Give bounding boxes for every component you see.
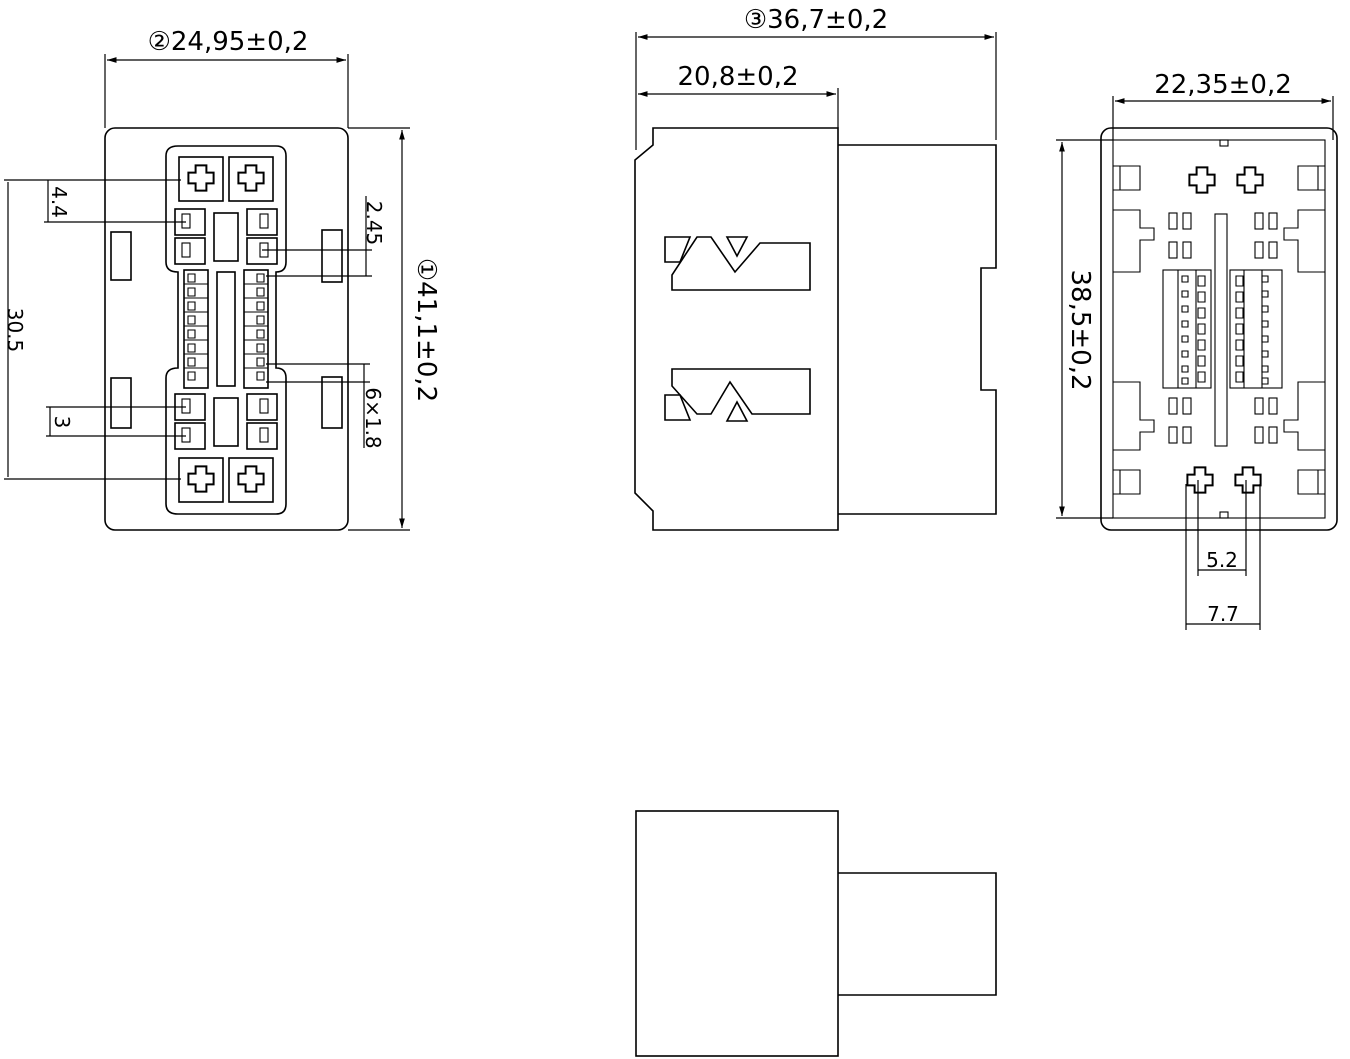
rear-cross-icon xyxy=(1188,166,1216,194)
polarization-window xyxy=(664,394,692,421)
front-cavity-outline xyxy=(165,145,287,515)
front-height-dimension: ①41,1±0,2 xyxy=(348,127,441,531)
top-tail-outline xyxy=(838,872,997,996)
side-housing-outline xyxy=(634,127,839,531)
rear-corner-features xyxy=(1113,139,1325,519)
terminal-cross-icon xyxy=(187,164,215,192)
pin-pitch-inner-dimension: 5.2 xyxy=(1197,480,1247,576)
polarization-window xyxy=(664,236,692,263)
front-width-dimension: ②24,95±0,2 xyxy=(104,27,349,128)
span-label: 30.5 xyxy=(3,308,27,353)
side-latch-slot xyxy=(110,231,132,281)
terminal-cross-icon xyxy=(237,465,265,493)
slot-size-label: 6×1.8 xyxy=(361,387,385,448)
pitch-bottom-label: 3 xyxy=(50,416,74,429)
rear-housing-outline xyxy=(1100,127,1338,531)
side-latch-slot xyxy=(321,229,343,283)
pin-pitch-outer-label: 7.7 xyxy=(1207,602,1239,626)
center-rib xyxy=(1214,213,1228,447)
pin-pitch-outer-dimension: 7.7 xyxy=(1185,484,1261,630)
body-length-label: 20,8±0,2 xyxy=(677,62,798,92)
medium-cavities-top xyxy=(174,208,278,265)
pitch-bottom-dimension: 3 xyxy=(46,406,186,437)
pitch-small-label: 2.45 xyxy=(362,201,386,246)
side-tail-outline xyxy=(838,144,997,515)
rear-slots xyxy=(1168,212,1278,444)
small-cavities xyxy=(183,269,269,389)
rear-height-label: 38,5±0,2 xyxy=(1065,269,1095,390)
rear-pin-block xyxy=(1162,269,1283,389)
polarization-window xyxy=(671,368,811,415)
total-length-dimension: ③36,7±0,2 xyxy=(635,5,997,150)
total-length-label: ③36,7±0,2 xyxy=(744,5,888,35)
pitch-top-label: 4.4 xyxy=(47,186,71,218)
side-latch-slot xyxy=(110,377,132,429)
terminal-cross-icon xyxy=(187,465,215,493)
top-body-outline xyxy=(635,810,839,1057)
rear-width-dimension: 22,35±0,2 xyxy=(1112,70,1334,140)
top-view xyxy=(635,810,997,1057)
medium-cavities-bottom xyxy=(174,393,278,450)
rear-cross-icon xyxy=(1186,466,1214,494)
rear-inner-outline xyxy=(1112,139,1326,519)
front-height-label: ①41,1±0,2 xyxy=(411,258,441,402)
rear-view: 22,35±0,2 38,5±0,2 5.2 7.7 xyxy=(1056,70,1338,630)
big-terminal xyxy=(228,156,274,202)
front-width-label: ②24,95±0,2 xyxy=(148,27,309,57)
side-latch-slot xyxy=(321,376,343,429)
pitch-top-dimension: 4.4 xyxy=(44,180,186,223)
pin-pitch-inner-label: 5.2 xyxy=(1206,548,1238,572)
side-view: ③36,7±0,2 20,8±0,2 xyxy=(634,5,997,531)
polarization-window xyxy=(671,236,811,291)
rear-width-label: 22,35±0,2 xyxy=(1154,70,1292,100)
big-terminal xyxy=(178,156,224,202)
rear-cross-icon xyxy=(1236,166,1264,194)
big-terminal xyxy=(228,457,274,503)
terminal-cross-icon xyxy=(237,164,265,192)
body-length-dimension: 20,8±0,2 xyxy=(638,62,839,128)
slot-size-dimension: 6×1.8 xyxy=(266,363,385,449)
pitch-small-dimension: 2.45 xyxy=(262,196,386,277)
front-housing-outline xyxy=(104,127,349,531)
span-dimension: 30.5 xyxy=(3,179,181,480)
rear-height-dimension: 38,5±0,2 xyxy=(1056,139,1113,519)
front-view: ②24,95±0,2 ①41,1±0,2 30.5 4.4 3 xyxy=(3,27,441,531)
polarization-arrow xyxy=(725,400,749,422)
big-terminal xyxy=(178,457,224,503)
polarization-arrow xyxy=(725,236,749,258)
rear-cross-icon xyxy=(1234,466,1262,494)
